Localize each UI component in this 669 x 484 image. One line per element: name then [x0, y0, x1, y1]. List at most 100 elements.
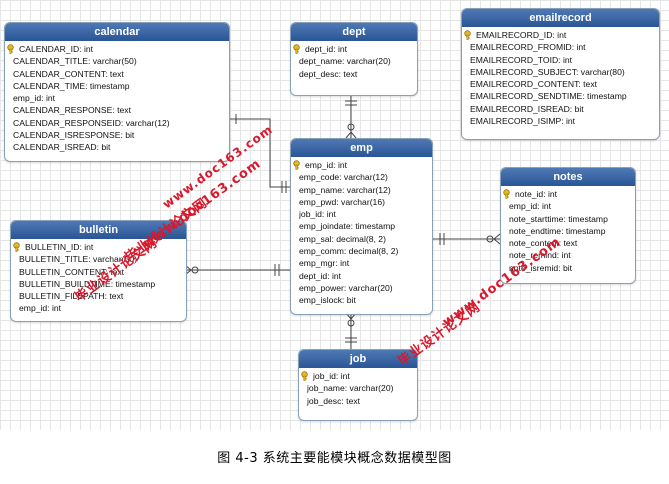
field-row: dept_name: varchar(20) — [299, 55, 411, 67]
entity-title: calendar — [5, 23, 229, 41]
field-text: CALENDAR_TIME: timestamp — [13, 80, 130, 91]
field-row: note_endtime: timestamp — [509, 225, 629, 237]
field-row: EMAILRECORD_TOID: int — [470, 54, 653, 66]
link-dept-emp-mark — [345, 100, 357, 106]
field-row: dept_desc: text — [299, 68, 411, 80]
key-icon — [464, 30, 474, 40]
field-text: EMAILRECORD_CONTENT: text — [470, 79, 598, 90]
field-text: emp_mgr: int — [299, 258, 350, 269]
primary-key-field: dept_id: int — [293, 43, 411, 55]
field-row: EMAILRECORD_ISREAD: bit — [470, 103, 653, 115]
field-text: note_remind: int — [509, 250, 571, 261]
field-row: emp_pwd: varchar(16) — [299, 196, 426, 208]
link-emp-job-circle — [347, 319, 355, 327]
link-calendar-emp — [228, 118, 290, 188]
field-text: dept_id: int — [299, 270, 342, 281]
key-icon — [13, 242, 23, 252]
field-text: CALENDAR_RESPONSE: text — [13, 105, 131, 116]
field-text: EMAILRECORD_ISREAD: bit — [470, 103, 584, 114]
key-icon — [7, 44, 17, 54]
field-text: emp_power: varchar(20) — [299, 282, 393, 293]
key-icon — [293, 44, 303, 54]
field-row: BULLETIN_FILEPATH: text — [19, 290, 180, 302]
field-list: job_id: int job_name: varchar(20)job_desc… — [299, 368, 417, 411]
link-bulletin-emp-mark — [274, 264, 280, 276]
field-row: note_content: text — [509, 237, 629, 249]
field-text: emp_id: int — [13, 93, 56, 104]
field-text: CALENDAR_ISREAD: bit — [13, 142, 111, 153]
field-text: job_name: varchar(20) — [307, 383, 394, 394]
field-row: emp_islock: bit — [299, 294, 426, 306]
field-text: BULLETIN_FILEPATH: text — [19, 291, 124, 302]
link-emp-notes-crow — [493, 233, 501, 245]
field-row: emp_sal: decimal(8, 2) — [299, 233, 426, 245]
field-row: job_id: int — [299, 208, 426, 220]
field-row: note_remind: int — [509, 249, 629, 261]
field-text: note_starttime: timestamp — [509, 213, 608, 224]
field-text: CALENDAR_TITLE: varchar(50) — [13, 56, 137, 67]
field-text: CALENDAR_ISRESPONSE: bit — [13, 130, 135, 141]
field-row: BULLETIN_BUILDTIME: timestamp — [19, 278, 180, 290]
field-row: BULLETIN_CONTENT: text — [19, 266, 180, 278]
field-row: emp_power: varchar(20) — [299, 282, 426, 294]
field-text: note_isremid: bit — [509, 262, 573, 273]
link-emp-notes-circle — [486, 235, 494, 243]
link-dept-emp-circle — [347, 123, 355, 131]
primary-key-field: note_id: int — [503, 188, 629, 200]
field-row: emp_joindate: timestamp — [299, 220, 426, 232]
figure-caption: 图 4-3 系统主要能模块概念数据模型图 — [217, 451, 452, 466]
link-emp-job-crow — [345, 312, 357, 320]
primary-key-field: job_id: int — [301, 370, 411, 382]
field-text: BULLETIN_CONTENT: text — [19, 266, 125, 277]
field-text: emp_joindate: timestamp — [299, 221, 396, 232]
field-text: EMAILRECORD_ID: int — [476, 30, 567, 40]
link-bulletin-emp-crow — [184, 264, 192, 276]
field-text: EMAILRECORD_ISIMP: int — [470, 116, 576, 127]
field-text: job_desc: text — [307, 395, 361, 406]
link-emp-notes-mark — [439, 233, 445, 245]
entity-title: dept — [291, 23, 417, 41]
field-text: emp_islock: bit — [299, 295, 356, 306]
entity-title: notes — [501, 168, 635, 186]
field-row: note_isremid: bit — [509, 262, 629, 274]
field-text: emp_id: int — [509, 201, 552, 212]
field-row: note_starttime: timestamp — [509, 213, 629, 225]
field-row: emp_id: int — [19, 302, 180, 314]
field-text: emp_id: int — [305, 160, 348, 170]
field-row: EMAILRECORD_ISIMP: int — [470, 115, 653, 127]
field-text: BULLETIN_ID: int — [25, 242, 94, 252]
field-row: CALENDAR_RESPONSE: text — [13, 104, 223, 116]
field-text: emp_sal: decimal(8, 2) — [299, 233, 386, 244]
link-calendar-emp-mark — [235, 114, 287, 193]
field-text: dept_desc: text — [299, 68, 358, 79]
field-text: note_id: int — [515, 189, 558, 199]
field-row: CALENDAR_TIME: timestamp — [13, 80, 223, 92]
field-text: BULLETIN_BUILDTIME: timestamp — [19, 278, 156, 289]
relationship-lines — [184, 94, 501, 349]
field-text: CALENDAR_RESPONSEID: varchar(12) — [13, 117, 170, 128]
field-row: job_desc: text — [307, 395, 411, 407]
field-text: job_id: int — [313, 371, 350, 381]
field-row: emp_name: varchar(12) — [299, 184, 426, 196]
field-text: note_content: text — [509, 238, 578, 249]
field-text: note_endtime: timestamp — [509, 225, 606, 236]
field-text: EMAILRECORD_SUBJECT: varchar(80) — [470, 66, 625, 77]
primary-key-field: EMAILRECORD_ID: int — [464, 29, 653, 41]
field-row: emp_comm: decimal(8, 2) — [299, 245, 426, 257]
field-text: CALENDAR_ID: int — [19, 44, 94, 54]
entity-title: emp — [291, 139, 432, 157]
field-row: CALENDAR_CONTENT: text — [13, 68, 223, 80]
link-bulletin-emp-circle — [191, 266, 199, 274]
field-row: emp_mgr: int — [299, 257, 426, 269]
